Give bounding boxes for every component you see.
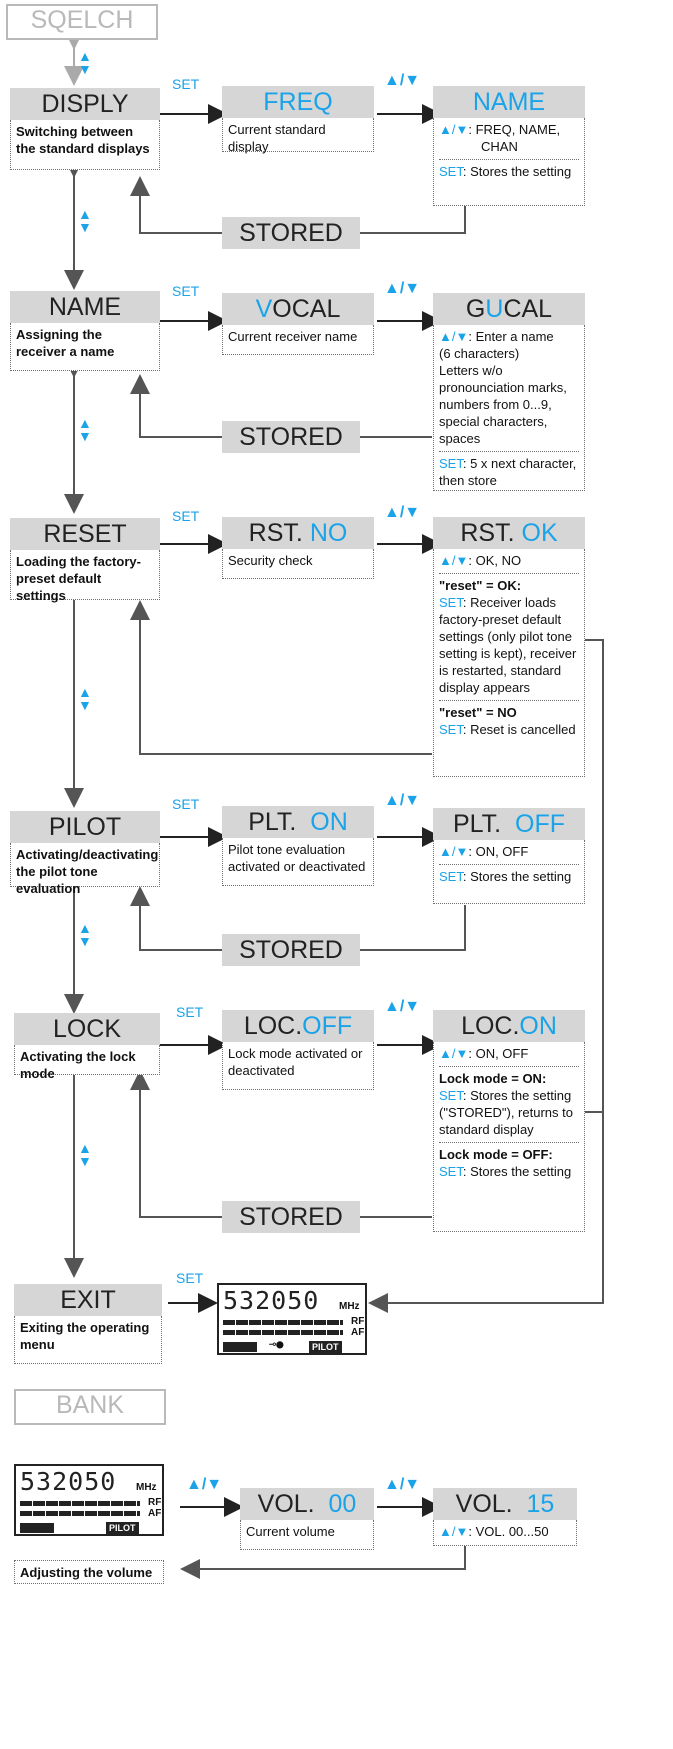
name-display-value: NAME [433,86,585,118]
af-label: AF [148,1508,162,1519]
loc-on-instructions: ▲/▼: ON, OFF Lock mode = ON:SET: Stores … [433,1042,585,1232]
arrow-keys-label: ▲/▼ [384,1476,421,1493]
set-label: SET [176,1270,204,1286]
pilot-badge: PILOT [309,1341,342,1353]
arrow-keys-label: ▲/▼ [186,1476,223,1493]
set-label: SET [172,508,200,524]
receiver-volume-display: 532050 MHz RF AF PILOT [14,1464,164,1536]
af-label: AF [351,1327,365,1338]
gucal-value: GUCAL [433,293,585,325]
set-label: SET [172,76,200,92]
up-down-indicator: ▲▼ [78,206,92,235]
af-level-bar [223,1330,343,1335]
set-label: SET [172,796,200,812]
up-down-indicator: ▲▼ [78,920,92,949]
arrow-keys-label: ▲/▼ [384,998,421,1015]
stored-label: STORED [222,934,360,966]
loc-off-description: Lock mode activated or deactivated [222,1042,374,1090]
exit-menu-item: EXIT [14,1284,162,1316]
af-level-bar [20,1511,140,1516]
vol-15-instructions: ▲/▼: VOL. 00...50 [433,1520,577,1546]
receiver-standard-display: 532050 MHz RF AF ⊸● PILOT [217,1283,367,1355]
rst-ok-value: RST. OK [433,517,585,549]
display-menu-item: DISPLY [10,88,160,120]
lock-description: Activating the lock mode [14,1045,160,1081]
vol-15-value: VOL. 15 [433,1488,577,1520]
vol-00-description: Current volume [240,1520,374,1550]
name-description: Assigning the receiver a name [10,323,160,371]
rf-label: RF [351,1316,365,1327]
frequency-readout: 532050 [20,1467,117,1496]
stored-label: STORED [222,421,360,453]
battery-icon [223,1342,257,1352]
freq-description: Current standard display [222,118,374,154]
stored-label: STORED [222,1201,360,1233]
pilot-description: Activating/deactivating the pilot tone e… [10,843,160,896]
sqelch-menu-item: SQELCH [6,4,158,40]
plt-on-description: Pilot tone evaluation activated or deact… [222,838,374,886]
volume-description: Adjusting the volume [14,1560,164,1584]
exit-description: Exiting the operating menu [14,1316,162,1364]
lock-menu-item: LOCK [14,1013,160,1045]
rst-no-description: Security check [222,549,374,579]
frequency-readout: 532050 [223,1286,320,1315]
arrow-keys-label: ▲/▼ [384,792,421,809]
rst-no-value: RST. NO [222,517,374,549]
arrow-keys-label: ▲/▼ [384,72,421,89]
battery-icon [20,1523,54,1533]
reset-description: Loading the factory-preset default setti… [10,550,160,603]
display-description: Switching between the standard displays [10,120,160,170]
rf-label: RF [148,1497,162,1508]
up-down-indicator: ▲▼ [78,1140,92,1169]
vocal-value: VOCAL [222,293,374,325]
up-down-indicator: ▲▼ [78,684,92,713]
pilot-menu-item: PILOT [10,811,160,843]
plt-on-value: PLT. ON [222,806,374,838]
name-menu-item: NAME [10,291,160,323]
arrow-keys-label: ▲/▼ [384,280,421,297]
loc-on-value: LOC.ON [433,1010,585,1042]
arrow-keys-label: ▲/▼ [384,504,421,521]
pilot-badge: PILOT [106,1522,139,1534]
mhz-label: MHz [136,1482,157,1493]
rst-ok-instructions: ▲/▼: OK, NO "reset" = OK:SET: Receiver l… [433,549,585,777]
freq-value: FREQ [222,86,374,118]
set-label: SET [176,1004,204,1020]
bank-menu-item: BANK [14,1389,166,1425]
plt-off-instructions: ▲/▼: ON, OFF SET: Stores the setting [433,840,585,904]
loc-off-value: LOC.OFF [222,1010,374,1042]
rf-level-bar [223,1320,343,1325]
vocal-description: Current receiver name [222,325,374,355]
stored-label: STORED [222,217,360,249]
plt-off-value: PLT. OFF [433,808,585,840]
gucal-instructions: ▲/▼: Enter a name (6 characters) Letters… [433,325,585,491]
up-down-indicator: ▲▼ [78,48,92,77]
name-display-options: ▲/▼: FREQ, NAME, CHAN SET: Stores the se… [433,118,585,206]
reset-menu-item: RESET [10,518,160,550]
vol-00-value: VOL. 00 [240,1488,374,1520]
up-down-indicator: ▲▼ [78,415,92,444]
set-label: SET [172,283,200,299]
mhz-label: MHz [339,1301,360,1312]
rf-level-bar [20,1501,140,1506]
key-lock-icon: ⊸● [269,1337,284,1351]
